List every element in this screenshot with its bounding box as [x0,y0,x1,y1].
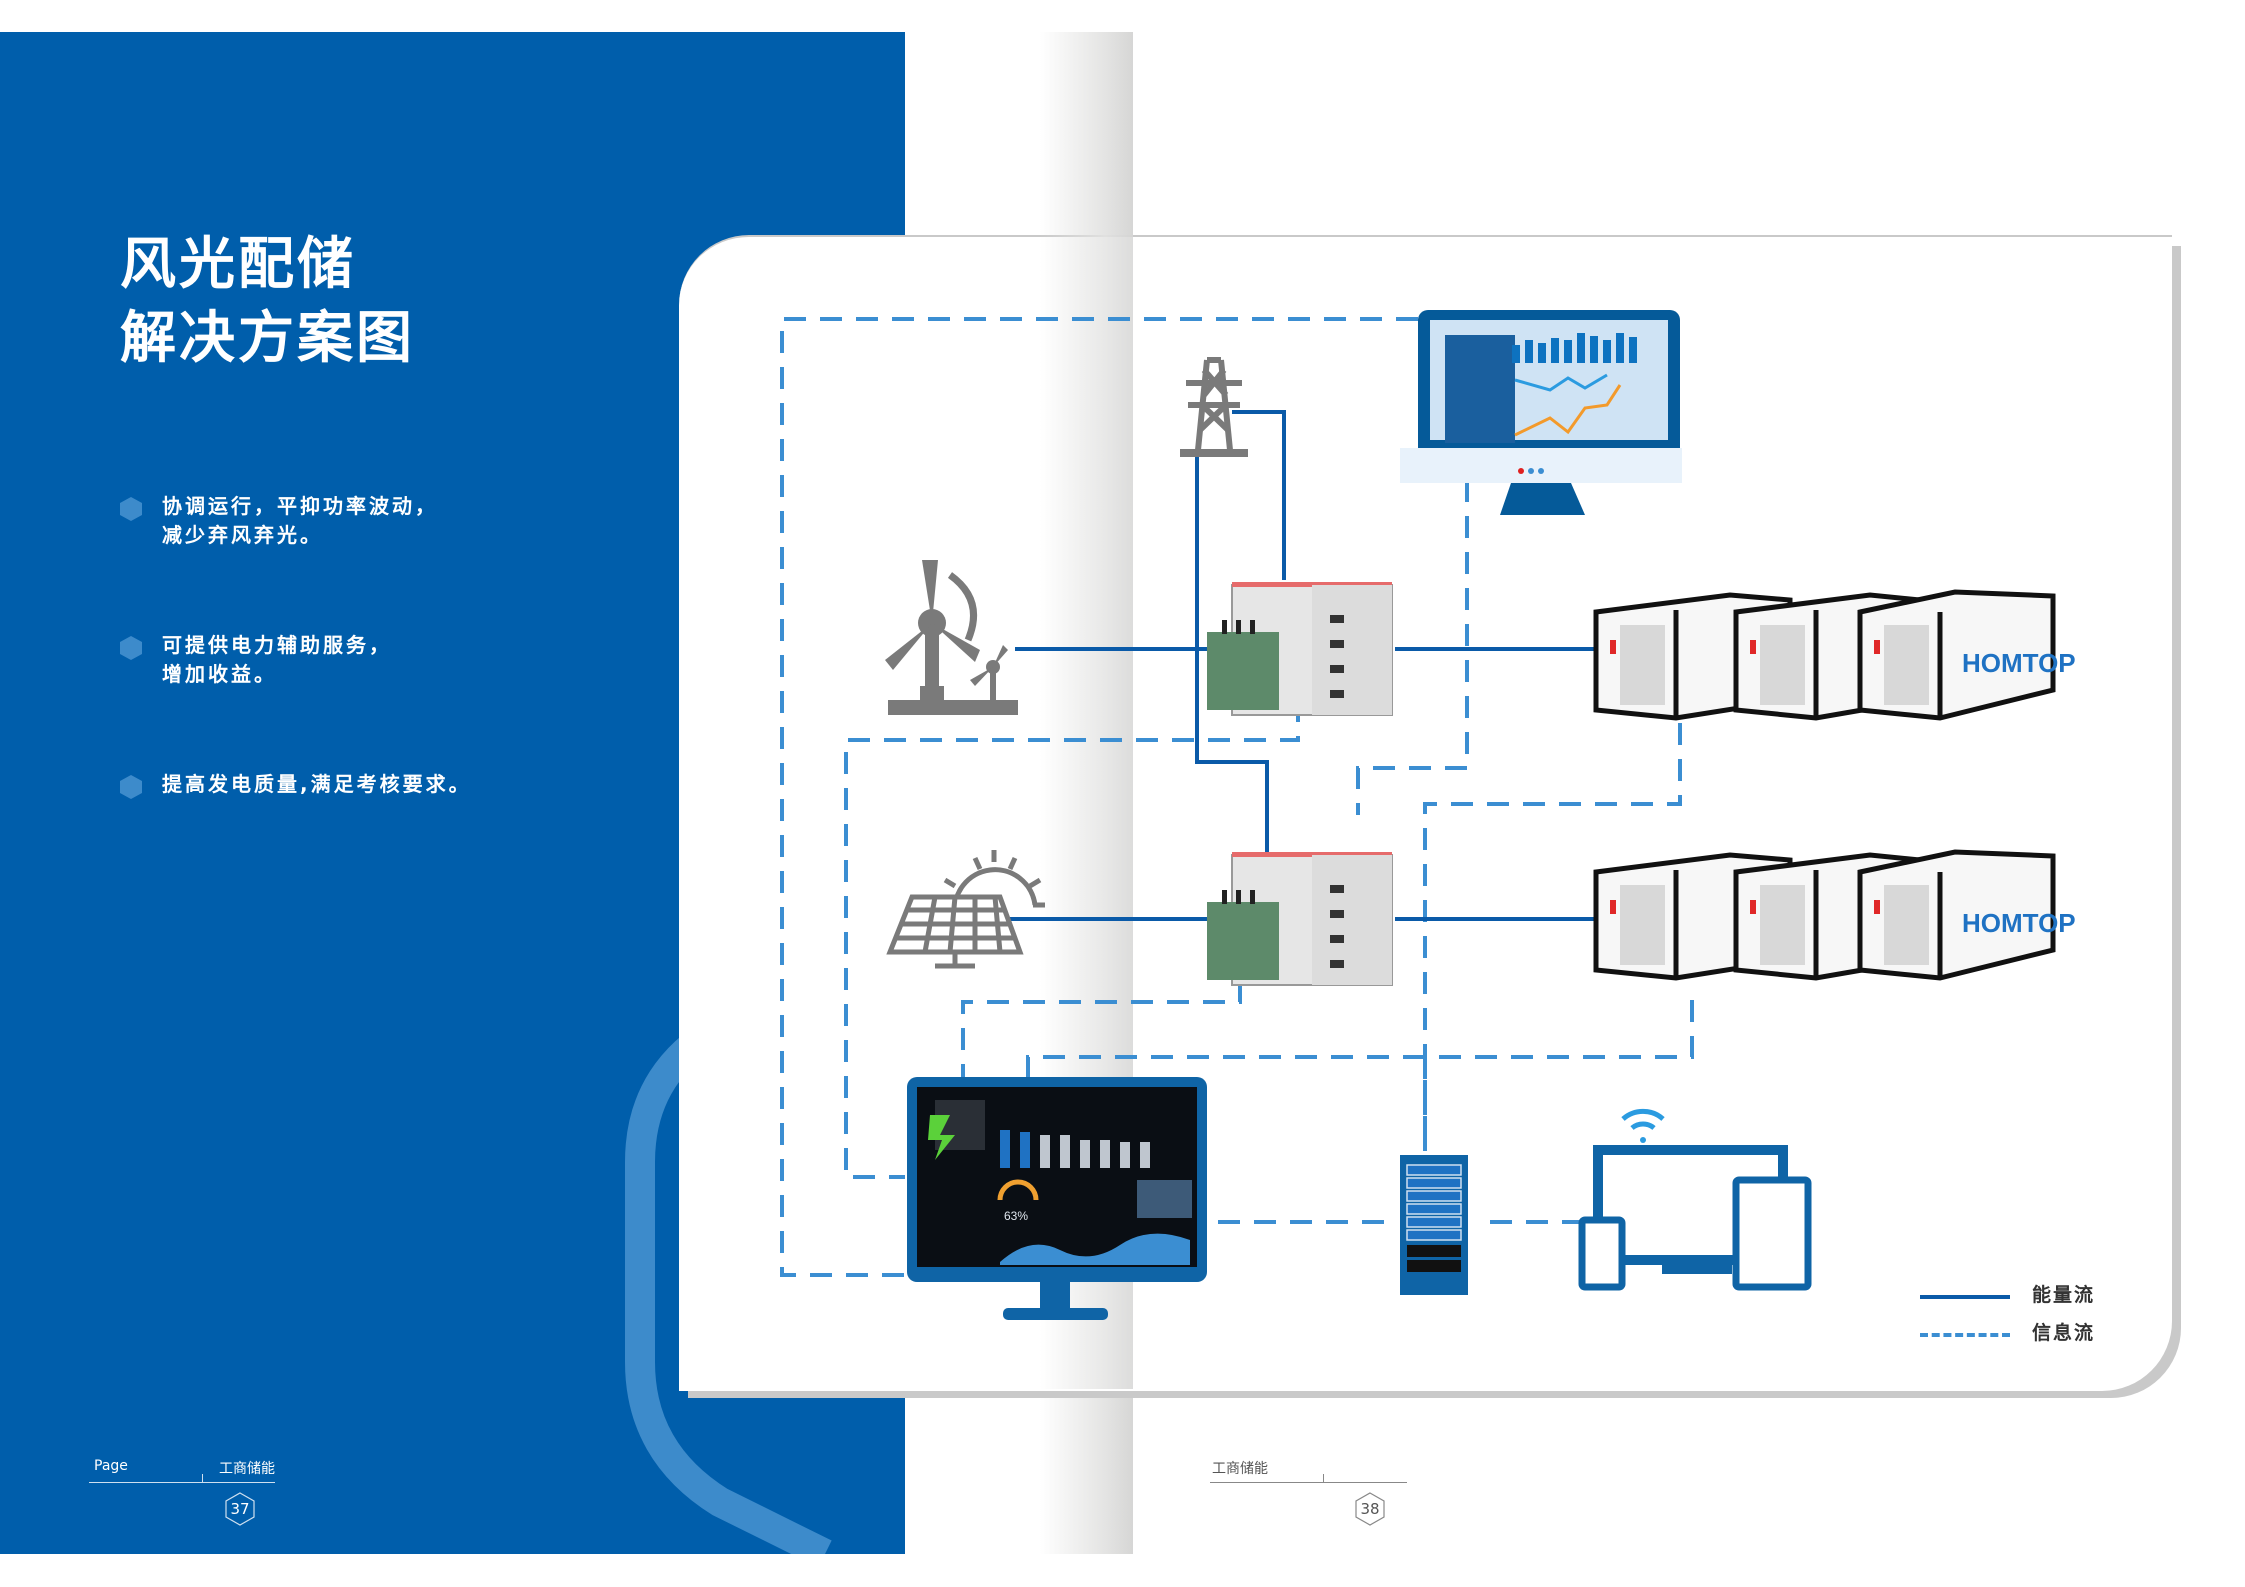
battery-container-icon: HOMTOP [1857,589,2076,721]
feature-item: 提高发电质量,满足考核要求。 [120,770,472,799]
hexagon-bullet-icon [120,636,142,660]
page-number: 38 [1360,1500,1380,1518]
battery-container-icon: HOMTOP [1857,849,2076,981]
feature-item: 可提供电力辅助服务， 增加收益。 [120,631,472,689]
transformer-switchgear-icon [1207,852,1393,986]
legend-label: 能量流 [2032,1284,2096,1306]
feature-item: 协调运行，平抑功率波动， 减少弃风弃光。 [120,492,472,550]
page-number-badge: 38 [1355,1492,1385,1526]
page-title-line-2: 解决方案图 [120,306,415,371]
legend-label: 信息流 [2032,1322,2096,1344]
page-title: 风光配储 解决方案图 [120,228,415,376]
lightning-icon [928,1115,955,1160]
hexagon-bullet-icon [120,775,142,799]
dashed-line-swatch [1920,1333,2010,1337]
hexagon-outline-icon [1355,1492,1385,1526]
feature-list: 协调运行，平抑功率波动， 减少弃风弃光。 可提供电力辅助服务， 增加收益。 提高… [120,492,472,799]
info-flow-lines [780,317,1694,1277]
energy-line [1232,410,1286,580]
phone-icon [1578,1216,1626,1291]
transmission-tower-icon [1180,357,1248,457]
page-title-line-1: 风光配储 [120,232,356,297]
ems-dashboard-monitor-icon: 63% [907,1077,1207,1320]
transformer-switchgear-icon [1207,582,1393,716]
energy-line [1195,452,1269,860]
info-line [844,700,1300,1179]
multi-device-wifi-icon [1578,1108,1812,1291]
footer-rule [1210,1482,1407,1483]
wind-turbine-icon [885,560,1018,715]
footer-tick [202,1474,203,1483]
energy-flow-lines [993,410,1605,921]
feature-text-line: 协调运行，平抑功率波动， [162,494,438,518]
wifi-icon [1621,1108,1665,1131]
hexagon-bullet-icon [120,497,142,521]
gauge-value: 63% [1004,1209,1028,1223]
page-number-badge: 37 [225,1492,255,1526]
analytics-monitor-icon [1400,310,1682,515]
tablet-icon [1732,1176,1812,1291]
feature-text-line: 减少弃风弃光。 [162,523,323,547]
solid-line-swatch [1920,1295,2010,1299]
feature-text-line: 提高发电质量,满足考核要求。 [162,772,472,796]
footer-section-label: 工商储能 [1212,1461,1268,1477]
server-rack-icon [1400,1155,1468,1295]
info-line [1356,480,1469,815]
info-line [961,945,1242,1085]
footer-rule [89,1482,275,1483]
feature-text-line: 可提供电力辅助服务， [162,633,392,657]
solar-panel-icon [886,850,1045,969]
footer-page-label: Page [94,1458,128,1474]
info-line [1423,723,1682,1130]
page-number: 37 [230,1500,250,1518]
footer-tick [1323,1474,1324,1483]
battery-container-row: HOMTOP [1593,589,2076,721]
battery-container-row: HOMTOP [1593,849,2076,981]
hexagon-outline-icon [225,1492,255,1526]
feature-text-line: 增加收益。 [162,662,277,686]
brand-logo: HOMTOP [1962,648,2076,678]
footer-section-label: 工商储能 [219,1461,275,1477]
info-line [1026,1000,1694,1085]
brand-logo: HOMTOP [1962,908,2076,938]
